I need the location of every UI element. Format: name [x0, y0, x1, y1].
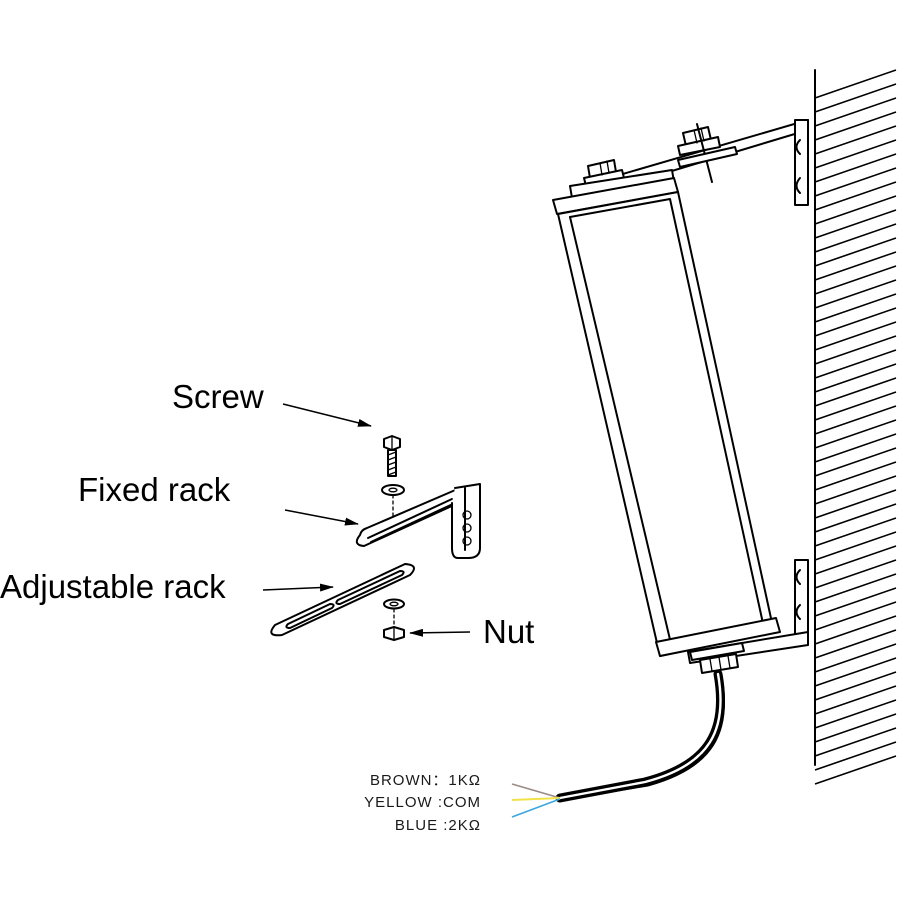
wall-hatch-line — [814, 531, 897, 561]
wall-hatch-line — [814, 349, 897, 379]
wall-hatch-line — [814, 153, 897, 183]
wall-hatch-line — [814, 139, 897, 169]
nut-label: Nut — [483, 613, 534, 650]
wall-hatch-line — [814, 97, 897, 127]
wall-hatch-line — [814, 251, 897, 281]
fixed-rack-label: Fixed rack — [78, 471, 231, 508]
washer-upper — [381, 484, 405, 496]
wall-hatch-line — [814, 573, 897, 603]
wall-hatch-line — [814, 167, 897, 197]
wall-hatch-line — [814, 699, 897, 729]
wall-hatch-line — [814, 559, 897, 589]
wall-hatch-line — [814, 489, 897, 519]
wall-hatch-line — [814, 307, 897, 337]
fixed-rack-part — [355, 483, 481, 559]
wall-hatch-line — [814, 741, 897, 771]
wall-hatch-line — [814, 335, 897, 365]
wall-hatch-line — [814, 461, 897, 491]
wall-hatch-line — [814, 475, 897, 505]
cable — [555, 669, 726, 803]
wall-hatch-line — [814, 111, 897, 141]
wall-hatch-line — [814, 601, 897, 631]
adjustable-rack-arrow — [262, 583, 334, 592]
column-speaker — [552, 177, 781, 657]
wall-hatch-line — [814, 727, 897, 757]
wire-label-brown: BROWN：1KΩ — [370, 772, 481, 789]
wall-hatch-line — [814, 671, 897, 701]
nut-part — [383, 626, 405, 641]
wall-hatch-line — [814, 279, 897, 309]
cable-gland — [689, 642, 745, 674]
wall-hatch-line — [814, 223, 897, 253]
wall-hatch-line — [814, 363, 897, 393]
wall-hatch-line — [814, 713, 897, 743]
wall-hatch-line — [814, 643, 897, 673]
top-bolt-right — [677, 123, 738, 183]
fixed-rack-arrow — [284, 509, 359, 526]
wall-hatch-line — [814, 615, 897, 645]
wall-hatch-line — [814, 629, 897, 659]
blue-wire — [511, 798, 561, 818]
wall-hatch-line — [814, 125, 897, 155]
wall-hatch-line — [814, 237, 897, 267]
brown-wire — [511, 783, 561, 799]
washer-lower — [383, 598, 405, 610]
screw-part — [383, 435, 401, 477]
wall-hatch-line — [814, 391, 897, 421]
adjustable-rack-part — [270, 563, 415, 637]
wall-hatch-line — [814, 69, 897, 99]
wall-hatch-line — [814, 405, 897, 435]
wall-hatch-line — [814, 685, 897, 715]
wall-hatch-line — [814, 517, 897, 547]
yellow-wire — [511, 797, 561, 801]
wall-hatch-line — [814, 195, 897, 225]
wall-hatch-line — [814, 587, 897, 617]
wall — [814, 69, 897, 785]
wire-label-blue: BLUE :2KΩ — [395, 817, 481, 834]
wall-hatch-line — [814, 657, 897, 687]
wall-hatch-line — [814, 419, 897, 449]
wall-hatch-line — [814, 83, 897, 113]
wall-hatch-line — [814, 321, 897, 351]
wall-hatch-line — [814, 181, 897, 211]
wire-label-yellow: YELLOW :COM — [364, 794, 481, 811]
wall-hatch-line — [814, 433, 897, 463]
wall-hatch-line — [814, 265, 897, 295]
adjustable-rack-label: Adjustable rack — [0, 568, 226, 605]
wall-hatch-line — [814, 377, 897, 407]
wall-hatch-line — [814, 755, 897, 785]
screw-label: Screw — [172, 378, 264, 415]
wall-hatch-line — [814, 503, 897, 533]
wall-hatch-line — [814, 447, 897, 477]
wall-hatch-line — [814, 545, 897, 575]
nut-arrow — [409, 628, 471, 637]
screw-arrow — [282, 403, 372, 427]
wall-hatch-line — [814, 293, 897, 323]
wall-hatch-line — [814, 209, 897, 239]
